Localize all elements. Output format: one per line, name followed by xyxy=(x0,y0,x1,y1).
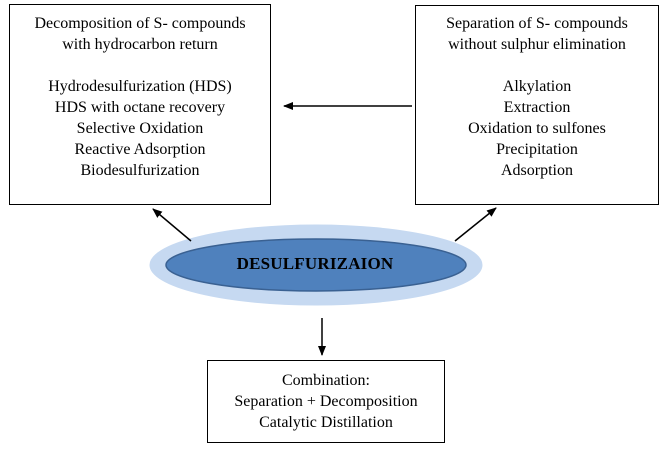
separation-heading: Separation of S- compounds without sulph… xyxy=(416,13,658,55)
list-item: Hydrodesulfurization (HDS) xyxy=(48,78,232,95)
list-item: Oxidation to sulfones xyxy=(468,120,606,137)
separation-methods-list: Alkylation Extraction Oxidation to sulfo… xyxy=(416,76,658,181)
separation-box: Separation of S- compounds without sulph… xyxy=(415,5,659,205)
combination-line: Separation + Decomposition xyxy=(234,393,418,410)
decomposition-heading: Decomposition of S- compounds with hydro… xyxy=(10,13,270,55)
decomposition-box: Decomposition of S- compounds with hydro… xyxy=(9,4,271,205)
list-item: Selective Oxidation xyxy=(76,120,204,137)
heading-line: with hydrocarbon return xyxy=(62,36,218,53)
heading-line: Decomposition of S- compounds xyxy=(34,15,246,32)
list-item: Precipitation xyxy=(496,141,578,158)
combination-line: Catalytic Distillation xyxy=(259,414,393,431)
list-item: Adsorption xyxy=(501,162,573,179)
list-item: Biodesulfurization xyxy=(80,162,200,179)
list-item: Reactive Adsorption xyxy=(74,141,206,158)
arrow-center-to-left xyxy=(152,208,192,242)
arrow-center-to-right xyxy=(454,207,497,242)
combination-line: Combination: xyxy=(282,372,370,389)
desulfurization-ellipse xyxy=(165,238,467,292)
combination-box: Combination: Separation + Decomposition … xyxy=(207,360,445,443)
decomposition-methods-list: Hydrodesulfurization (HDS) HDS with octa… xyxy=(10,76,270,181)
list-item: Extraction xyxy=(503,99,571,116)
list-item: Alkylation xyxy=(502,78,572,95)
heading-line: without sulphur elimination xyxy=(448,36,626,53)
list-item: HDS with octane recovery xyxy=(54,99,226,116)
heading-line: Separation of S- compounds xyxy=(446,15,628,32)
desulfurization-label: DESULFURIZAION xyxy=(236,254,394,273)
